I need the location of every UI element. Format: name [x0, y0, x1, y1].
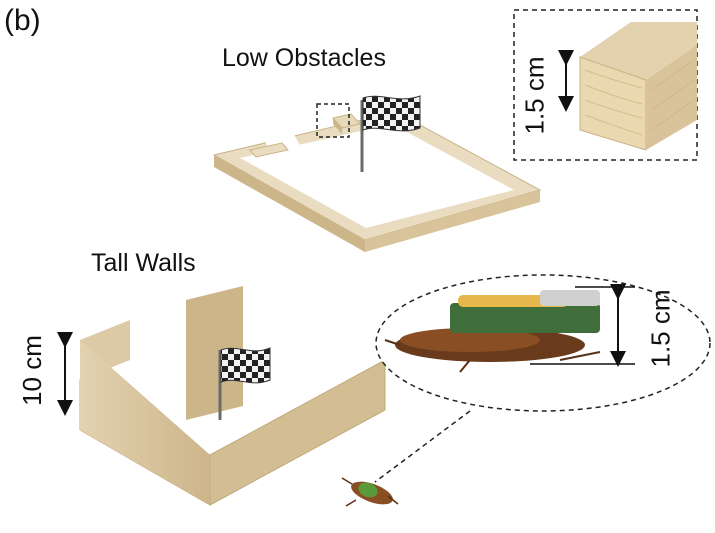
panel-label: (b): [4, 4, 41, 37]
low-obstacles-title: Low Obstacles: [222, 44, 386, 72]
wood-block-closeup: [579, 22, 697, 151]
block-callout-box: [316, 103, 350, 138]
goal-flag-tall: [218, 347, 271, 420]
wall-height-label: 10 cm: [16, 335, 47, 406]
tall-wall-arena: [79, 286, 386, 506]
goal-flag-low: [360, 95, 421, 172]
cyborg-cockroach-small: [341, 477, 399, 507]
robot-height-label: 1.5 cm: [645, 289, 676, 368]
block-height-label: 1.5 cm: [519, 56, 550, 135]
cyborg-cockroach-closeup: [384, 290, 601, 373]
low-obstacle-arena: [212, 111, 542, 252]
tall-walls-title: Tall Walls: [91, 249, 196, 277]
robot-callout-line: [374, 410, 471, 483]
